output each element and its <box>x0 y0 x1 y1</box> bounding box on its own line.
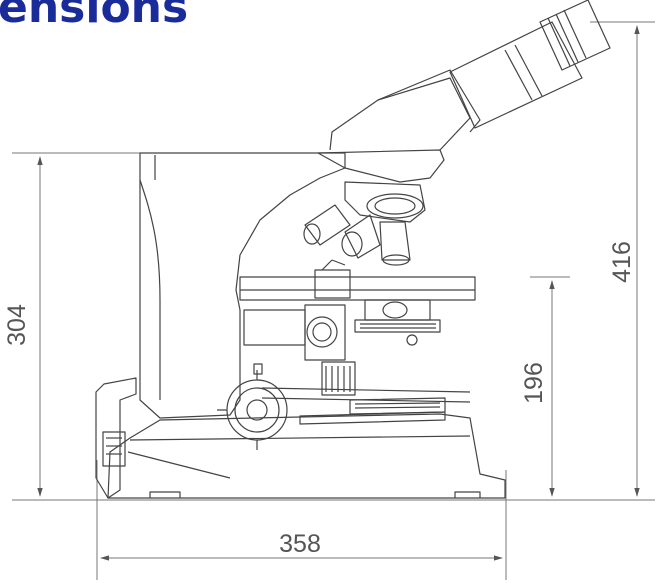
microscope-arm <box>139 152 346 419</box>
page-title: ensions <box>0 0 189 33</box>
nosepiece <box>344 181 426 223</box>
dim-label-416: 416 <box>608 241 636 283</box>
microscope <box>95 0 611 499</box>
microscope-base <box>107 411 506 499</box>
field-diaphragm-ring <box>349 397 446 415</box>
microscope-stage <box>239 259 476 301</box>
dim-label-358: 358 <box>279 530 321 558</box>
objectives <box>303 204 411 266</box>
condenser <box>354 299 441 346</box>
dim-label-304: 304 <box>3 304 31 346</box>
focus-knob <box>217 363 288 450</box>
dim-label-196: 196 <box>520 362 548 404</box>
dimension-lines <box>12 21 655 580</box>
illuminator-housing <box>95 377 137 499</box>
stage-rail <box>261 387 471 403</box>
stage-block <box>243 304 356 396</box>
microscope-head <box>317 0 611 183</box>
